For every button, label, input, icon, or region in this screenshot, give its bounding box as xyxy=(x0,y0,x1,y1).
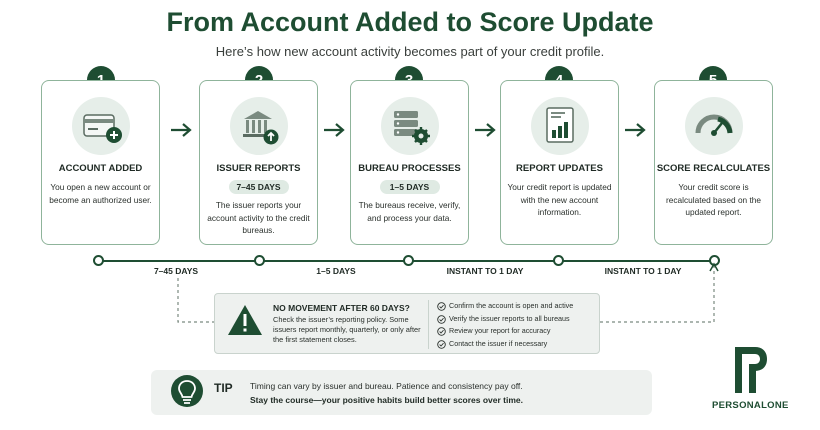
dashed-connector xyxy=(177,262,719,323)
arrow-right-icon xyxy=(475,123,496,137)
tip-panel: TIP Timing can vary by issuer and bureau… xyxy=(151,370,652,415)
step-title: ISSUER REPORTS xyxy=(216,163,301,174)
timeline-label: 7–45 DAYS xyxy=(153,266,199,276)
checklist: Confirm the account is open and active V… xyxy=(437,300,573,350)
card-plus-icon xyxy=(71,97,130,155)
report-chart-icon xyxy=(530,97,589,155)
checklist-item: Confirm the account is open and active xyxy=(437,300,573,313)
checklist-text: Confirm the account is open and active xyxy=(449,301,574,310)
checklist-item: Review your report for accuracy xyxy=(437,325,573,338)
arrow-right-icon xyxy=(324,123,345,137)
timeline-label: INSTANT TO 1 DAY xyxy=(604,266,682,276)
step-title: REPORT UPDATES xyxy=(516,163,603,174)
step-description: The issuer reports your account activity… xyxy=(207,200,310,235)
tip-emphasis: Stay the course—your positive habits bui… xyxy=(250,395,524,405)
checklist-text: Review your report for accuracy xyxy=(449,326,551,335)
page-title: From Account Added to Score Update xyxy=(166,7,654,37)
arrow-right-icon xyxy=(625,123,646,137)
timeline-node xyxy=(93,255,104,266)
page-subtitle: Here’s how new account activity becomes … xyxy=(215,44,605,59)
step-card-account-added: ACCOUNT ADDED You open a new account or … xyxy=(41,80,160,245)
checklist-item: Contact the issuer if necessary xyxy=(437,338,573,351)
step-duration-badge: 1–5 DAYS xyxy=(379,180,440,194)
checklist-item: Verify the issuer reports to all bureaus xyxy=(437,313,573,326)
arrow-right-icon xyxy=(171,123,192,137)
step-card-report-updates: REPORT UPDATES Your credit report is upd… xyxy=(500,80,619,245)
warning-title: NO MOVEMENT AFTER 60 DAYS? xyxy=(273,303,410,313)
timeline-node xyxy=(553,255,564,266)
divider xyxy=(428,300,429,349)
tip-text: Timing can vary by issuer and bureau. Pa… xyxy=(250,381,523,391)
server-gear-icon xyxy=(380,97,439,155)
brand-name: PERSONALONE xyxy=(712,400,789,411)
step-duration-badge: 7–45 DAYS xyxy=(228,180,289,194)
warning-icon xyxy=(228,305,262,335)
gauge-icon xyxy=(684,97,743,155)
step-title: BUREAU PROCESSES xyxy=(358,163,461,174)
step-description: The bureaus receive, verify, and process… xyxy=(358,200,461,223)
step-title: ACCOUNT ADDED xyxy=(58,163,143,174)
check-circle-icon xyxy=(437,314,446,324)
step-description: You open a new account or become an auth… xyxy=(49,182,152,205)
bank-upload-icon xyxy=(229,97,288,155)
step-description: Your credit score is recalculated based … xyxy=(665,182,762,217)
timeline-node xyxy=(254,255,265,266)
check-circle-icon xyxy=(437,302,446,311)
timeline-label: 1–5 DAYS xyxy=(316,266,356,276)
warning-text: Check the issuer’s reporting policy. Som… xyxy=(273,315,421,344)
checklist-text: Contact the issuer if necessary xyxy=(449,338,548,348)
step-card-bureau-processes: BUREAU PROCESSES 1–5 DAYS The bureaus re… xyxy=(350,80,469,245)
checklist-text: Verify the issuer reports to all bureaus xyxy=(449,313,570,323)
lightbulb-icon xyxy=(171,375,203,407)
step-card-issuer-reports: ISSUER REPORTS 7–45 DAYS The issuer repo… xyxy=(199,80,318,245)
brand-logo-icon xyxy=(735,347,767,393)
step-description: Your credit report is updated with the n… xyxy=(507,182,612,217)
warning-panel: NO MOVEMENT AFTER 60 DAYS? Check the iss… xyxy=(214,293,600,354)
check-circle-icon xyxy=(437,339,446,349)
timeline-node xyxy=(403,255,414,266)
timeline-label: INSTANT TO 1 DAY xyxy=(446,266,524,276)
tip-label: TIP xyxy=(214,381,233,395)
step-title: SCORE RECALCULATES xyxy=(656,163,771,174)
step-card-score-recalculates: SCORE RECALCULATES Your credit score is … xyxy=(654,80,773,245)
check-circle-icon xyxy=(437,327,446,336)
